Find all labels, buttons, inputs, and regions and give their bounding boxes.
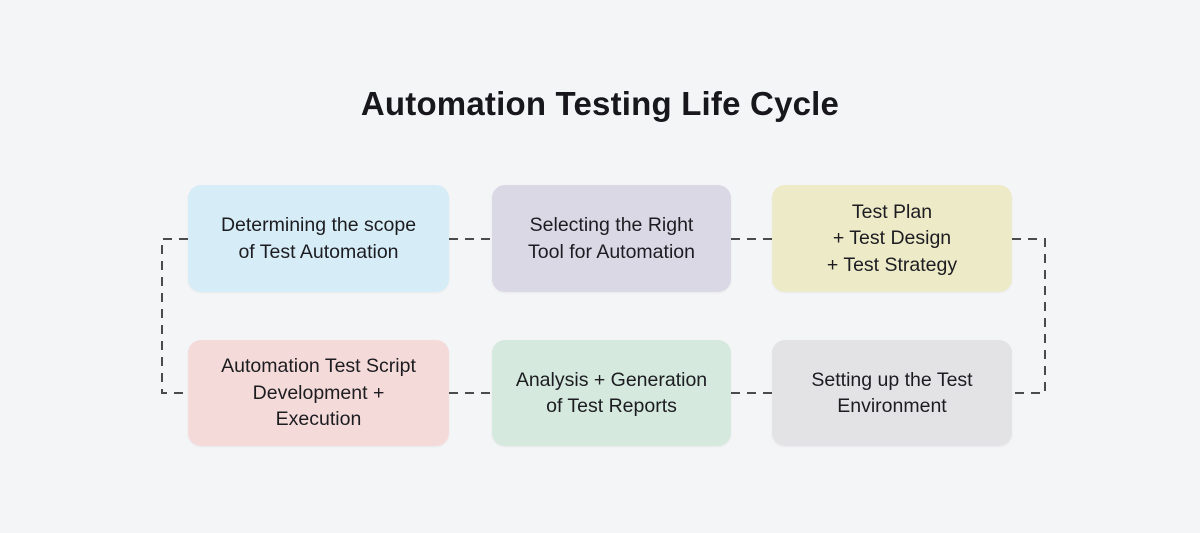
node-determining-scope: Determining the scope of Test Automation [188, 185, 449, 292]
node-script-development-execution: Automation Test Script Development + Exe… [188, 340, 449, 446]
node-selecting-tool: Selecting the Right Tool for Automation [492, 185, 731, 292]
node-analysis-reports: Analysis + Generation of Test Reports [492, 340, 731, 446]
connector-right-loop [1012, 238, 1046, 394]
node-plan-design-strategy: Test Plan + Test Design + Test Strategy [772, 185, 1012, 292]
connector-left-loop [161, 238, 188, 394]
node-setup-environment: Setting up the Test Environment [772, 340, 1012, 446]
diagram-title: Automation Testing Life Cycle [360, 85, 840, 122]
